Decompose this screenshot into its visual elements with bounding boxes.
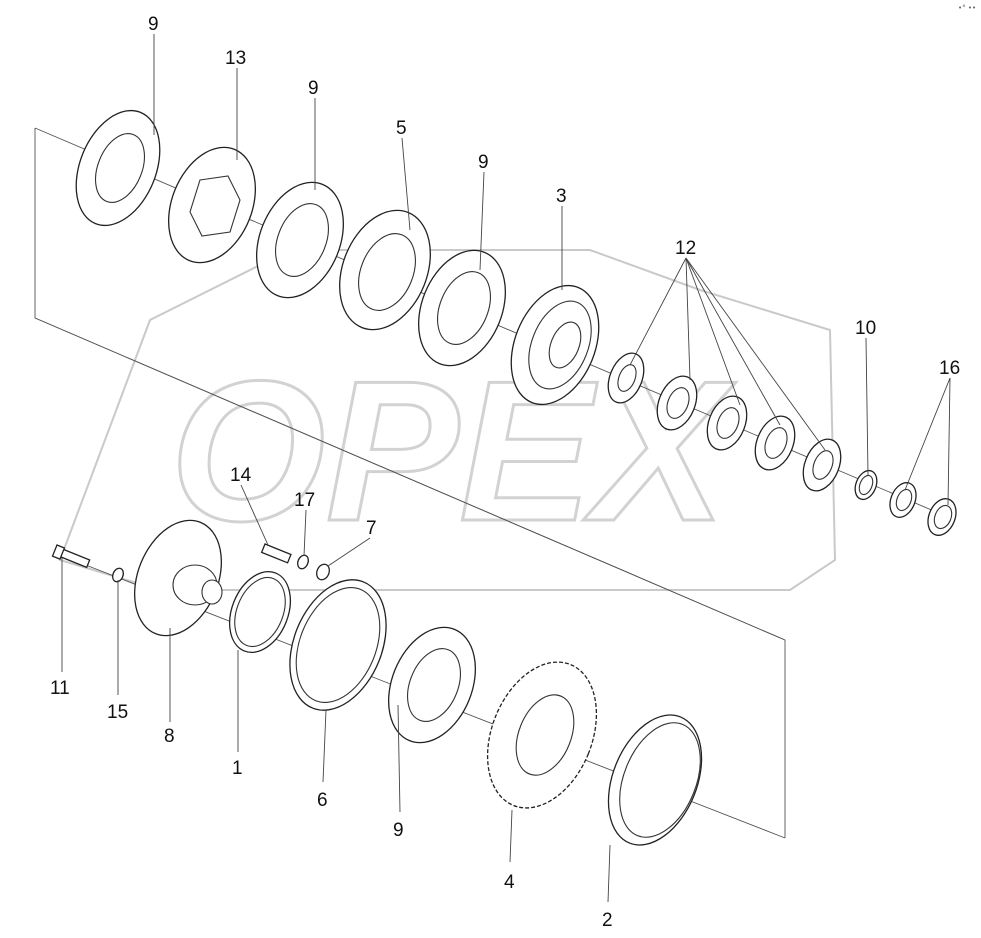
label-9-second: 9: [308, 78, 319, 99]
label-16: 16: [939, 358, 960, 379]
bolt-14: [260, 543, 292, 564]
label-17: 17: [294, 490, 315, 511]
label-3: 3: [556, 186, 567, 207]
leader-lines: [61, 34, 951, 903]
ring-plate-6: [289, 579, 387, 711]
label-14: 14: [230, 465, 252, 486]
label-15: 15: [107, 702, 128, 723]
label-2: 2: [602, 910, 613, 931]
o-ring-1: [228, 571, 292, 653]
nut-15: [112, 567, 124, 583]
seal-16-b: [927, 498, 957, 536]
plate-5: [339, 209, 431, 331]
friction-disc-9-second: [255, 181, 345, 299]
corner-mark: •° ••: [958, 4, 976, 12]
label-13: 13: [225, 48, 246, 69]
washer-7: [316, 563, 330, 581]
label-1: 1: [232, 758, 243, 779]
label-11: 11: [50, 678, 70, 699]
bolt-11: [51, 544, 91, 569]
washer-12-d: [754, 415, 796, 471]
nut-17: [297, 554, 309, 570]
watermark-text: OPEX: [170, 340, 736, 563]
label-5: 5: [396, 118, 407, 139]
label-8: 8: [164, 726, 175, 747]
flange-8: [133, 519, 223, 637]
friction-disc-9-third: [417, 249, 507, 367]
hub-3: [510, 284, 600, 406]
label-12: 12: [675, 238, 696, 259]
label-4: 4: [504, 872, 515, 893]
friction-disc-9-bottom: [387, 626, 477, 744]
washer-12-b: [656, 375, 698, 431]
label-7: 7: [366, 518, 377, 539]
label-10: 10: [855, 318, 876, 339]
label-9-top: 9: [148, 14, 159, 35]
sprocket-4: [486, 661, 598, 809]
friction-disc-9-top: [75, 109, 161, 227]
washer-12-e: [802, 438, 842, 492]
plate-13: [167, 146, 257, 264]
label-6: 6: [317, 790, 328, 811]
washer-12-a: [607, 352, 645, 404]
ring-10: [854, 469, 878, 501]
label-9-bottom: 9: [393, 820, 404, 841]
label-9-third: 9: [478, 152, 489, 173]
part-labels: 9 13 9 5 9 3 12 10 16 14 17 7 11 15 8 1 …: [50, 14, 960, 931]
housing-2: [607, 714, 703, 846]
seal-16-a: [889, 482, 917, 518]
